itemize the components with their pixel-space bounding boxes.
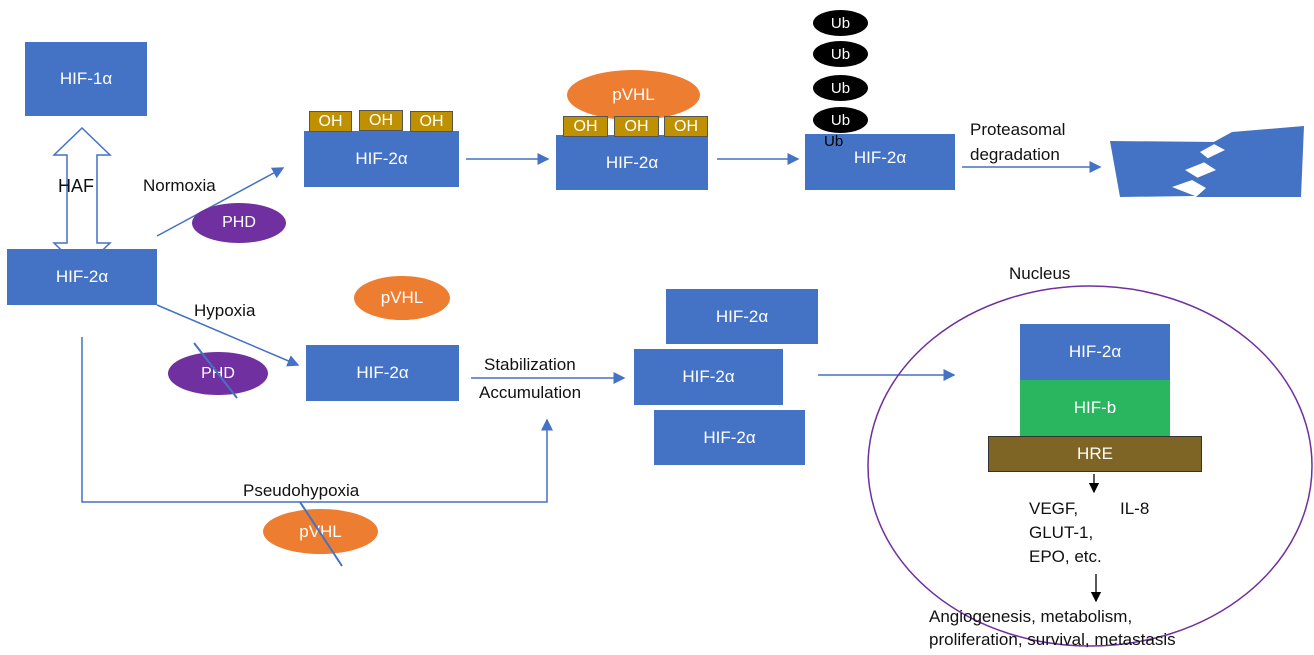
hif2a-accumulated-box: HIF-2α: [634, 349, 783, 405]
accumulation-label: Accumulation: [479, 383, 582, 402]
hif2a-hydroxylated-box: HIF-2α: [304, 131, 459, 187]
outcomes-line-2: proliferation, survival, metastasis: [929, 630, 1176, 649]
nucleus-label: Nucleus: [1009, 264, 1071, 283]
oh-tag: OH: [410, 111, 453, 132]
hypoxia-label: Hypoxia: [194, 301, 256, 320]
oh-tag: OH: [664, 116, 708, 137]
degradation-label: degradation: [970, 145, 1060, 164]
oh-tag: OH: [309, 111, 352, 132]
hif2a-accumulated-box: HIF-2α: [654, 410, 805, 465]
nucleus-outline: [867, 285, 1313, 647]
pvhl-ellipse-lost: pVHL: [263, 509, 378, 554]
oh-tag: OH: [563, 116, 608, 137]
oh-tag: OH: [614, 116, 659, 137]
hif2a-hypoxia-box: HIF-2α: [306, 345, 459, 401]
phd-ellipse-normoxia: PHD: [192, 203, 286, 243]
hif-b-box: HIF-b: [1020, 380, 1170, 436]
phd-ellipse-inactive: PHD: [168, 352, 268, 395]
hif2a-nuclear-box: HIF-2α: [1020, 324, 1170, 380]
pseudohypoxia-label: Pseudohypoxia: [243, 481, 360, 500]
ub-label: Ub: [824, 133, 844, 150]
hif2a-accumulated-box: HIF-2α: [666, 289, 818, 344]
ub-ellipse: Ub: [813, 41, 868, 67]
ub-ellipse: Ub: [813, 10, 868, 36]
pvhl-ellipse-bound: pVHL: [567, 70, 700, 120]
ub-ellipse: Ub: [813, 107, 868, 133]
hif2a-source-box: HIF-2α: [7, 249, 157, 305]
normoxia-label: Normoxia: [143, 176, 216, 195]
degraded-protein-fragments: [1110, 126, 1304, 197]
oh-tag: OH: [359, 110, 403, 131]
normoxia-arrow: [156, 167, 285, 237]
ub-ellipse: Ub: [813, 75, 868, 101]
gene-vegf: VEGF,: [1029, 499, 1079, 518]
hre-bar: HRE: [988, 436, 1202, 472]
pvhl-ellipse-free: pVHL: [354, 276, 450, 320]
gene-glut1: GLUT-1,: [1029, 523, 1094, 542]
hif2a-vhl-box: HIF-2α: [556, 135, 708, 190]
gene-epo: EPO, etc.: [1029, 547, 1102, 566]
hif1a-box: HIF-1α: [25, 42, 147, 116]
hypoxia-arrow: [156, 304, 300, 367]
proteasomal-label: Proteasomal: [970, 120, 1066, 139]
gene-il8: IL-8: [1120, 499, 1150, 518]
hif2a-ubiquitinated-box: HIF-2α: [805, 134, 955, 190]
stabilization-label: Stabilization: [484, 355, 576, 374]
haf-label: HAF: [58, 176, 94, 196]
outcomes-line-1: Angiogenesis, metabolism,: [929, 607, 1133, 626]
